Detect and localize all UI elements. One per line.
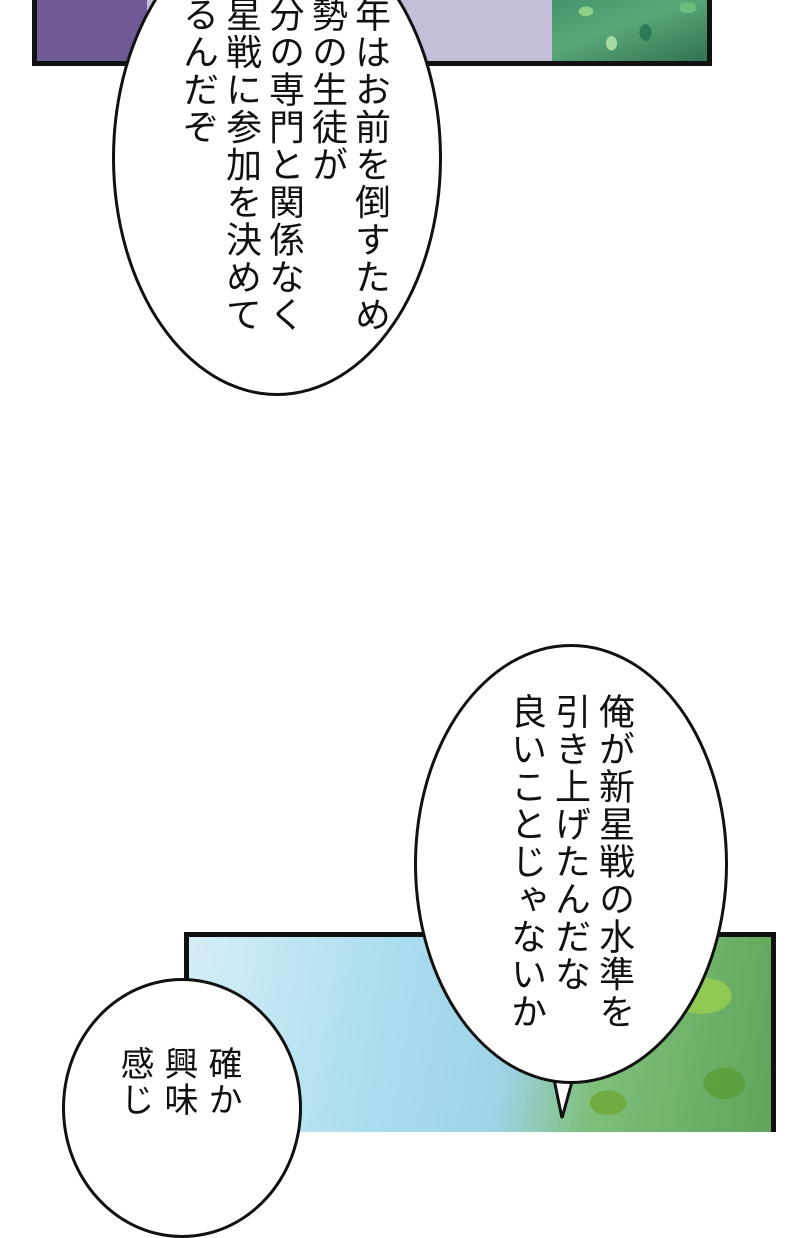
bubble-3-column-1: 確か <box>202 1046 242 1118</box>
bubble-1-column-5: るんだぞ <box>177 0 218 146</box>
speech-bubble-2-text: 俺が新星戦の水準を 引き上げたんだな 良いことじゃないか <box>503 693 635 1031</box>
bubble-3-column-3: 感じ <box>114 1046 154 1118</box>
bubble-1-column-3: 分の専門と関係なく <box>263 0 304 334</box>
speech-bubble-2 <box>414 644 728 1084</box>
bubble-3-column-2: 興味 <box>158 1046 198 1118</box>
bubble-1-column-1: 年はお前を倒すため <box>349 0 390 334</box>
bubble-2-column-1: 俺が新星戦の水準を <box>593 693 634 1031</box>
bubble-2-column-2: 引き上げたんだな <box>549 693 590 993</box>
bubble-2-column-3: 良いことじゃないか <box>505 693 546 1031</box>
top-panel-foliage-region <box>552 0 707 61</box>
bubble-1-column-2: 勢の生徒が <box>306 0 347 184</box>
speech-bubble-1-text: 年はお前を倒すため 勢の生徒が 分の専門と関係なく 星戦に参加を決めて るんだぞ <box>176 0 391 334</box>
bubble-1-column-4: 星戦に参加を決めて <box>220 0 261 334</box>
speech-bubble-3-text: 確か 興味 感じ <box>112 1046 244 1118</box>
